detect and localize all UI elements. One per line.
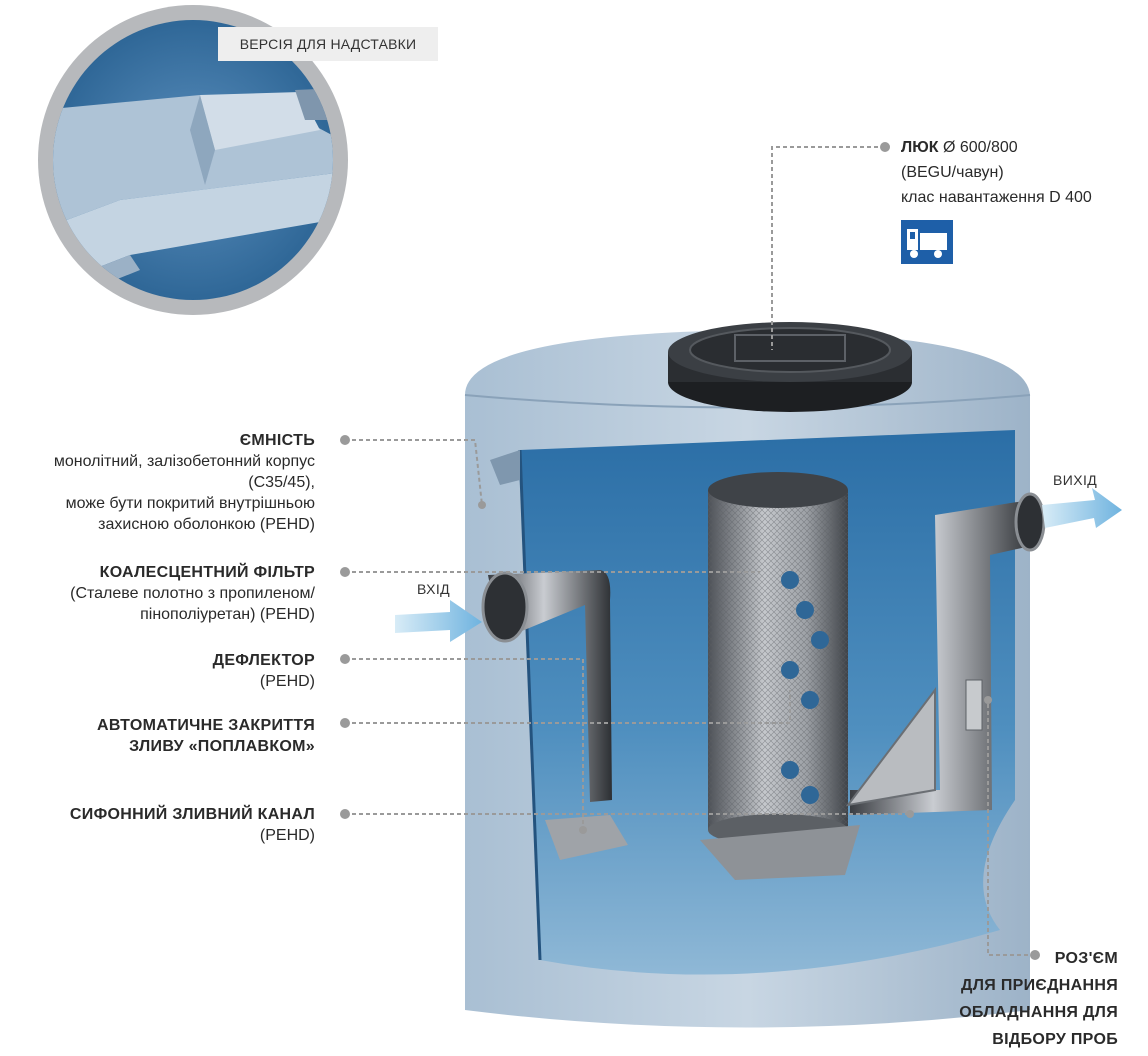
lid-material: (BEGU/чавун) — [901, 164, 1004, 181]
tank-desc-1: монолітний, залізобетонний корпус — [53, 453, 315, 470]
tank-title: ЄМНІСТЬ — [239, 432, 315, 449]
filter-title: КОАЛЕСЦЕНТНИЙ ФІЛЬТР — [99, 564, 315, 581]
outlet-pipe — [845, 492, 1046, 815]
truck-load-icon — [901, 220, 953, 264]
lid-diameter: Ø 600/800 — [942, 139, 1018, 156]
float-title-2: ЗЛИВУ «ПОПЛАВКОМ» — [129, 738, 315, 755]
tank-desc-2: (C35/45), — [248, 474, 315, 491]
filter-desc-1: (Сталеве полотно з пропиленом/ — [70, 585, 315, 602]
connector-desc-3: ВІДБОРУ ПРОБ — [992, 1031, 1118, 1048]
float-label: АВТОМАТИЧНЕ ЗАКРИТТЯ ЗЛИВУ «ПОПЛАВКОМ» — [0, 715, 315, 757]
connector-desc-1: ДЛЯ ПРИЄДНАННЯ — [961, 977, 1118, 994]
connector-desc-2: ОБЛАДНАННЯ ДЛЯ — [959, 1004, 1118, 1021]
siphon-title: СИФОННИЙ ЗЛИВНИЙ КАНАЛ — [69, 806, 315, 823]
outlet-arrow — [1042, 488, 1122, 528]
filter-label: КОАЛЕСЦЕНТНИЙ ФІЛЬТР (Сталеве полотно з … — [0, 562, 315, 625]
siphon-label: СИФОННИЙ ЗЛИВНИЙ КАНАЛ (PEHD) — [0, 804, 315, 846]
filter-desc-2: пінополіуретан) (PEHD) — [140, 606, 315, 623]
deflector-title: ДЕФЛЕКТОР — [212, 652, 315, 669]
outlet-label: ВИХІД — [1053, 472, 1098, 488]
deflector-label: ДЕФЛЕКТОР (PEHD) — [0, 650, 315, 692]
lid-label: ЛЮК Ø 600/800 (BEGU/чавун) клас навантаж… — [901, 137, 1092, 208]
manhole-lid — [668, 322, 912, 412]
deflector-desc: (PEHD) — [259, 673, 315, 690]
connector-title: РОЗ'ЄМ — [1054, 950, 1118, 967]
lid-load-class: клас навантаження D 400 — [901, 189, 1092, 206]
inlet-label: ВХІД — [417, 581, 451, 597]
lid-title: ЛЮК — [901, 139, 939, 156]
connector-label: РОЗ'ЄМ ДЛЯ ПРИЄДНАННЯ ОБЛАДНАННЯ ДЛЯ ВІД… — [898, 945, 1118, 1053]
tank-desc-4: захисною оболонкою (PEHD) — [98, 516, 315, 533]
coalescent-filter — [700, 472, 860, 880]
tank-label: ЄМНІСТЬ монолітний, залізобетонний корпу… — [0, 430, 315, 535]
leader-dots — [340, 142, 1040, 960]
siphon-desc: (PEHD) — [259, 827, 315, 844]
zoom-detail — [38, 5, 348, 315]
float-title-1: АВТОМАТИЧНЕ ЗАКРИТТЯ — [97, 717, 315, 734]
leader-lines — [345, 146, 1035, 956]
inlet-pipe — [481, 570, 628, 860]
version-badge: ВЕРСІЯ ДЛЯ НАДСТАВКИ — [218, 27, 438, 61]
tank-desc-3: може бути покритий внутрішньою — [65, 495, 315, 512]
inlet-arrow — [395, 600, 482, 642]
